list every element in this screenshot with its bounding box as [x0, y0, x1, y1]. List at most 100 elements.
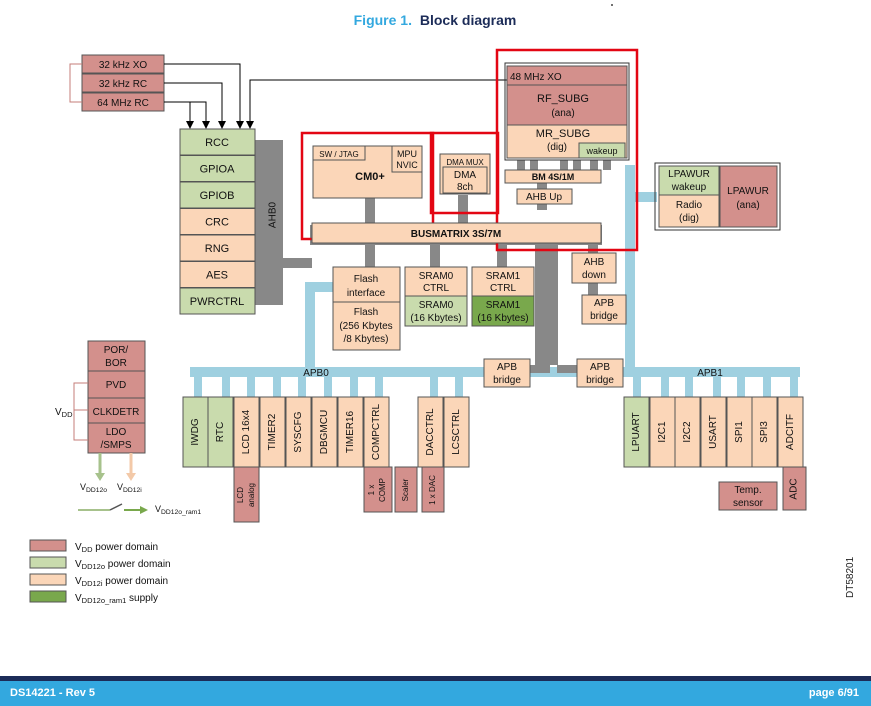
apb0-drop: [222, 377, 230, 397]
radio-conn: [517, 160, 525, 170]
apb1-periph-label-adcitf: ADCITF: [785, 414, 796, 450]
apb1-drop: [633, 377, 641, 397]
dac-box: [421, 466, 445, 513]
clock-label-2: 64 MHz RC: [97, 98, 149, 109]
power-block-l1-2: CLKDETR: [93, 407, 140, 418]
apb0-periph-compctrl: [363, 396, 390, 468]
vdd-label: VDD: [55, 407, 73, 419]
apb-bridge-left-l1: APB: [497, 362, 517, 373]
apb0-periph-iwdg: [182, 396, 209, 468]
dma-mux-label: DMA MUX: [446, 158, 484, 167]
apb-bridge-left-l2: bridge: [493, 375, 521, 386]
apb0-periph-timer2: [259, 396, 286, 468]
figure-title: Figure 1. Block diagram: [354, 12, 517, 28]
apb0-periph-timer16: [337, 396, 364, 468]
radio-conn: [530, 160, 538, 170]
apb0-periph-lcd-16x4: [233, 396, 260, 468]
apb0-periph-label-iwdg: IWDG: [190, 418, 201, 445]
apb0-drop: [273, 377, 281, 397]
apb-bridge-right-l1: APB: [590, 362, 610, 373]
flash-l3: /8 Kbytes): [343, 334, 388, 345]
nvic-label: NVIC: [396, 160, 418, 170]
sram1-ctrl-box: [471, 266, 535, 297]
apb1-periph-usart: [700, 396, 727, 468]
sram1-box: [471, 295, 535, 327]
box-layer: [29, 48, 807, 603]
lpawur-ana-box: [719, 165, 778, 228]
legend-label-1: VDD12o power domain: [75, 559, 171, 571]
cpu-bus-link: [365, 195, 375, 227]
clock-arrow-2: [164, 101, 210, 129]
comp-l2: COMP: [378, 478, 387, 502]
vdd-bracket: [73, 382, 88, 441]
ahbup-label: AHB Up: [526, 192, 563, 203]
flash-l2: (256 Kbytes: [339, 321, 392, 332]
ahb-label-aes: AES: [206, 270, 228, 282]
mr-subg-sub: (dig): [547, 142, 567, 153]
power-block-3: [87, 422, 146, 454]
lpawur-ana-l2: (ana): [736, 200, 759, 211]
apb1-periph-spi3: [751, 396, 778, 468]
scaler-box: [394, 466, 418, 513]
apb-bridge-top-l1: APB: [594, 298, 614, 309]
sram0-link: [430, 245, 440, 267]
temp-sensor-l1: Temp.: [734, 485, 761, 496]
flash-if-l2: interface: [347, 288, 386, 299]
legend-label-0: VDD power domain: [75, 542, 158, 554]
apb0-periph-label-lcd-16x4: LCD 16x4: [241, 409, 252, 454]
apb0-periph-label-lcsctrl: LCSCTRL: [451, 409, 462, 455]
power-block-l1-1: PVD: [106, 380, 127, 391]
radio-conn: [603, 160, 611, 170]
flash-blue-link: [305, 282, 335, 292]
rf-subg-sub: (ana): [551, 108, 574, 119]
apb-gray-vertical-2: [548, 245, 558, 365]
sram0-l2: (16 Kbytes): [410, 313, 461, 324]
radio-conn: [590, 160, 598, 170]
sram0-box: [404, 295, 468, 327]
ahb0-label: AHB0: [268, 202, 279, 229]
legend-label-3: VDD12o_ram1 supply: [75, 593, 158, 605]
footer-page-number: page 6/91: [808, 687, 859, 699]
apb0-periph-lcsctrl: [443, 396, 470, 468]
legend-swatch-0: [29, 539, 67, 552]
lcd-analog-box: [233, 466, 260, 523]
clock-arrow-1: [164, 82, 226, 129]
apbbridge1-link: [588, 283, 598, 295]
apb-bridge-right-l2: bridge: [586, 375, 614, 386]
mpu-label: MPU: [397, 149, 417, 159]
mpu-nvic-box: [391, 145, 423, 173]
flash-blue-bus: [305, 282, 315, 367]
ahbup-box: [516, 188, 573, 205]
figure-title-text: Block diagram: [420, 12, 516, 28]
speck: [611, 4, 613, 6]
footer-doc-rev: DS14221 - Rev 5: [10, 687, 95, 699]
busmatrix-label: BUSMATRIX 3S/7M: [411, 229, 501, 240]
apb0-periph-syscfg: [285, 396, 312, 468]
legend-swatch-1: [29, 556, 67, 569]
flash-if-box: [332, 266, 401, 303]
apb1-periph-label-usart: USART: [708, 415, 719, 449]
radio-highlight: [495, 48, 639, 252]
lcd-analog-l1: LCD: [236, 487, 245, 503]
apb1-drop: [763, 377, 771, 397]
rf-subg-label: RF_SUBG: [537, 93, 589, 105]
switch-lever: [109, 503, 123, 511]
comp-box: [363, 466, 393, 513]
vdd12i-arrowhead: [126, 473, 136, 481]
wakeup-label: wakeup: [585, 146, 617, 156]
apb1-drop: [661, 377, 669, 397]
lpawur-radio-l1: Radio: [676, 200, 703, 211]
dma-bus-link: [458, 195, 468, 227]
legend-swatch-3: [29, 590, 67, 603]
swjtag-label: SW / JTAG: [319, 150, 358, 159]
sram0-l1: SRAM0: [419, 300, 454, 311]
apb1-periph-label-lpuart: LPUART: [631, 412, 642, 451]
power-block-l1-3: LDO: [106, 427, 127, 438]
temp-sensor-box: [718, 481, 778, 511]
sram1-l2: (16 Kbytes): [477, 313, 528, 324]
apb0-periph-label-dacctrl: DACCTRL: [425, 408, 436, 456]
xo-box: [506, 65, 628, 86]
wakeup-box: [578, 142, 626, 159]
ahb-block-rng: [179, 234, 256, 262]
busmatrix-box: [311, 222, 602, 244]
